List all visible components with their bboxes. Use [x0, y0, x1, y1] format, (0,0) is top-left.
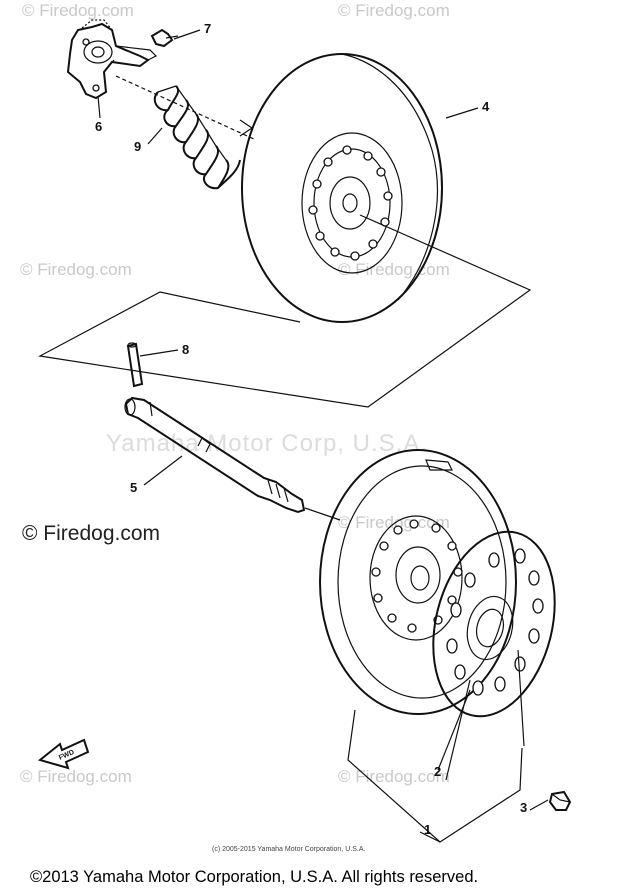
part-5-shaft [124, 396, 306, 514]
callout-labels: 1 2 3 4 5 6 7 8 9 [95, 21, 527, 837]
part-6-cam-bracket [66, 19, 158, 100]
part-8-pin [126, 342, 144, 388]
footer-copyright: ©2013 Yamaha Motor Corporation, U.S.A. A… [30, 868, 478, 886]
part-4-movable-sheave [241, 53, 443, 323]
assembly-guide-lines [38, 75, 532, 843]
watermark-firedog: © Firedog.com [20, 767, 132, 786]
callout-leaders [97, 29, 549, 843]
part-7-screw [150, 28, 179, 48]
small-copyright: (c) 2005-2015 Yamaha Motor Corporation, … [212, 846, 365, 853]
cover-plate-holes [446, 548, 544, 696]
watermark-layer: © Firedog.com © Firedog.com © Firedog.co… [20, 1, 450, 786]
part-1-fixed-sheave [319, 449, 517, 715]
watermark-firedog-dark: © Firedog.com [22, 522, 160, 545]
callout-5: 5 [130, 480, 137, 495]
callout-6: 6 [95, 119, 102, 134]
watermark-firedog: © Firedog.com [338, 1, 450, 20]
callout-8: 8 [182, 342, 189, 357]
front-direction-arrow: FWD [37, 738, 90, 770]
callout-9: 9 [134, 139, 141, 154]
watermark-firedog: © Firedog.com [22, 1, 134, 20]
callout-4: 4 [482, 99, 490, 114]
part-3-bolt [517, 649, 572, 811]
callout-7: 7 [204, 21, 211, 36]
callout-1: 1 [424, 822, 431, 837]
watermark-yamaha: Yamaha Motor Corp, U.S.A. [106, 430, 428, 457]
watermark-firedog: © Firedog.com [20, 260, 132, 279]
sheave-bolt-holes [308, 145, 393, 261]
part-2-cover-plate [432, 530, 556, 718]
part-9-spring [153, 85, 254, 190]
fixed-sheave-bolt-holes [371, 519, 463, 633]
watermark-firedog: © Firedog.com [338, 260, 450, 279]
callout-2: 2 [434, 764, 441, 779]
watermark-firedog: © Firedog.com [338, 767, 450, 786]
watermark-firedog: © Firedog.com [338, 513, 450, 532]
callout-3: 3 [520, 800, 527, 815]
